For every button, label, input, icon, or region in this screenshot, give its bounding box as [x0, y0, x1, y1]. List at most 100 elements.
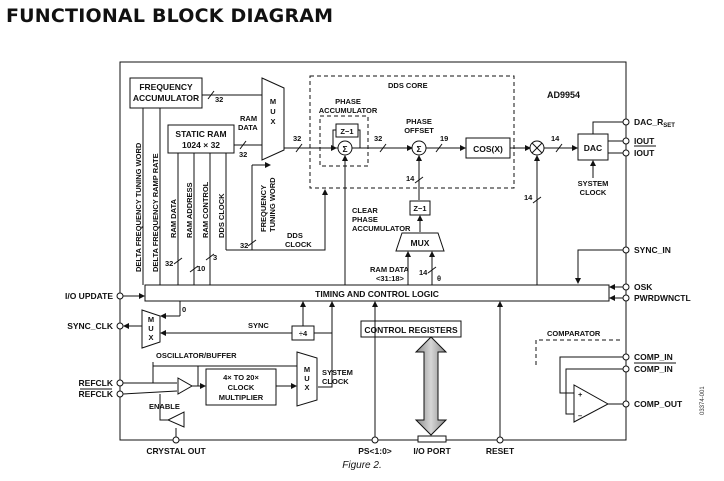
system-clock-label-1: SYSTEM — [322, 368, 353, 377]
pin-ps[interactable]: PS<1:0> — [358, 436, 392, 456]
z-inverse-label-2: Z−1 — [413, 204, 426, 213]
dds-clock-label-1: DDS — [287, 231, 303, 240]
adder-sigma: Σ — [416, 144, 421, 154]
comparator-minus: – — [578, 411, 582, 420]
io-port-bus-arrow — [414, 336, 448, 436]
bus-width-label: 19 — [440, 134, 448, 143]
svg-text:COMP_OUT: COMP_OUT — [634, 399, 683, 409]
ftw-label-2: TUNING WORD — [268, 177, 277, 232]
document-number: 03374-001 — [700, 386, 706, 415]
enable-label: ENABLE — [149, 402, 180, 411]
comparator-plus: + — [578, 390, 583, 399]
timing-control-label: TIMING AND CONTROL LOGIC — [315, 289, 439, 299]
comp-in-wire — [559, 356, 623, 394]
svg-text:CRYSTAL OUT: CRYSTAL OUT — [146, 446, 206, 456]
pin-osk[interactable]: OSK — [622, 282, 653, 292]
sync-in-wire — [575, 249, 623, 284]
clear-phase-label-2: PHASE — [352, 215, 378, 224]
phase-offset-label-2: OFFSET — [404, 126, 434, 135]
freq-acc-line2: ACCUMULATOR — [133, 93, 199, 103]
dds-clock-label-2: CLOCK — [285, 240, 312, 249]
phase-mux — [395, 232, 445, 252]
phase-mux-label: MUX — [411, 238, 430, 248]
phase-accumulator-region — [319, 115, 369, 167]
bus-width-label: 32 — [215, 95, 223, 104]
mux-letter: X — [270, 117, 275, 126]
phase-offset-label-1: PHASE — [406, 117, 432, 126]
zero-label: 0 — [182, 305, 186, 314]
svg-text:SYNC_IN: SYNC_IN — [634, 245, 671, 255]
pin-refclk[interactable]: REFCLK — [79, 378, 124, 388]
bus-width-label: 14 — [419, 268, 428, 277]
phase-acc-label-2: ACCUMULATOR — [319, 106, 378, 115]
pin-crystal-out[interactable]: CRYSTAL OUT — [146, 436, 206, 456]
pin-refclk-bar[interactable]: REFCLK — [79, 388, 124, 399]
svg-text:IOUT: IOUT — [634, 148, 655, 158]
comparator-region — [535, 339, 622, 365]
comp-in-bar-wire — [565, 368, 623, 415]
io-port-connector[interactable] — [417, 435, 447, 443]
svg-text:REFCLK: REFCLK — [79, 389, 114, 399]
svg-text:RESET: RESET — [486, 446, 515, 456]
pin-comp-in-bar[interactable]: COMP_IN — [622, 362, 676, 374]
theta-label: θ — [437, 274, 441, 283]
figure-caption: Figure 2. — [342, 460, 382, 471]
bus-width-label: 3 — [213, 253, 217, 262]
pin-io-port[interactable]: I/O PORT — [413, 446, 451, 456]
svg-text:I/O UPDATE: I/O UPDATE — [65, 291, 113, 301]
svg-text:OSK: OSK — [634, 282, 653, 292]
pin-comp-out[interactable]: COMP_OUT — [622, 399, 683, 409]
mux-letter: M — [304, 365, 310, 374]
comparator-label: COMPARATOR — [547, 329, 601, 338]
control-registers-block — [360, 320, 462, 338]
mux-letter: X — [148, 333, 153, 342]
ram-data-sub-label-2: <31:18> — [376, 274, 405, 283]
pin-iout[interactable]: IOUT — [622, 136, 655, 146]
pin-sync-clk[interactable]: SYNC_CLK — [67, 321, 124, 331]
dac-rset-wire — [592, 121, 624, 134]
svg-text:COMP_IN: COMP_IN — [634, 364, 673, 374]
bus-width-label: 32 — [165, 259, 173, 268]
dds-core-region — [309, 75, 515, 189]
acc-feedback-wire-2 — [332, 129, 338, 149]
svg-text:IOUT: IOUT — [634, 136, 655, 146]
phase-acc-label-1: PHASE — [335, 97, 361, 106]
osc-top-wire — [152, 362, 298, 367]
pin-io-update[interactable]: I/O UPDATE — [65, 291, 124, 301]
ram-address-label: RAM ADDRESS — [185, 182, 194, 238]
mux-letter: X — [304, 383, 309, 392]
frequency-accumulator-block — [129, 77, 203, 109]
bus-width-label: 10 — [197, 264, 205, 273]
dfrr-label: DELTA FREQUENCY RAMP RATE — [151, 153, 160, 272]
dds-core-label: DDS CORE — [388, 81, 428, 90]
svg-text:REFCLK: REFCLK — [79, 378, 114, 388]
clk-mult-line3: MULTIPLIER — [219, 393, 264, 402]
svg-text:COMP_IN: COMP_IN — [634, 352, 673, 362]
dftw-label: DELTA FREQUENCY TUNING WORD — [134, 142, 143, 272]
clear-phase-label-3: ACCUMULATOR — [352, 224, 411, 233]
clear-phase-label-1: CLEAR — [352, 206, 378, 215]
mux-letter: M — [270, 97, 276, 106]
sysclk-loop — [314, 332, 333, 388]
pin-reset[interactable]: RESET — [486, 436, 515, 456]
osc-buffer — [177, 377, 194, 395]
ram-data-v-label: RAM DATA — [169, 199, 178, 238]
frequency-mux — [261, 77, 285, 161]
static-ram-line1: STATIC RAM — [175, 129, 226, 139]
z-inverse-label: Z−1 — [340, 127, 353, 136]
mux-letter: U — [148, 324, 153, 333]
pin-comp-in[interactable]: COMP_IN — [622, 352, 673, 362]
ram-data-sub-label-1: RAM DATA — [370, 265, 409, 274]
pin-sync-in[interactable]: SYNC_IN — [622, 245, 671, 255]
ram-data-label-2: DATA — [238, 123, 258, 132]
pin-iout-bar[interactable]: IOUT — [622, 145, 656, 158]
pin-dac-rset[interactable]: DAC_RSET — [622, 117, 675, 129]
pin-pwrdwnctl[interactable]: PWRDWNCTL — [622, 293, 691, 303]
freq-acc-line1: FREQUENCY — [139, 82, 193, 92]
mux-letter: U — [270, 107, 275, 116]
comparator-opamp — [573, 384, 610, 423]
ftw-vertical-bus — [233, 165, 253, 251]
svg-text:PS<1:0>: PS<1:0> — [358, 446, 392, 456]
bus-width-label: 14 — [551, 134, 560, 143]
